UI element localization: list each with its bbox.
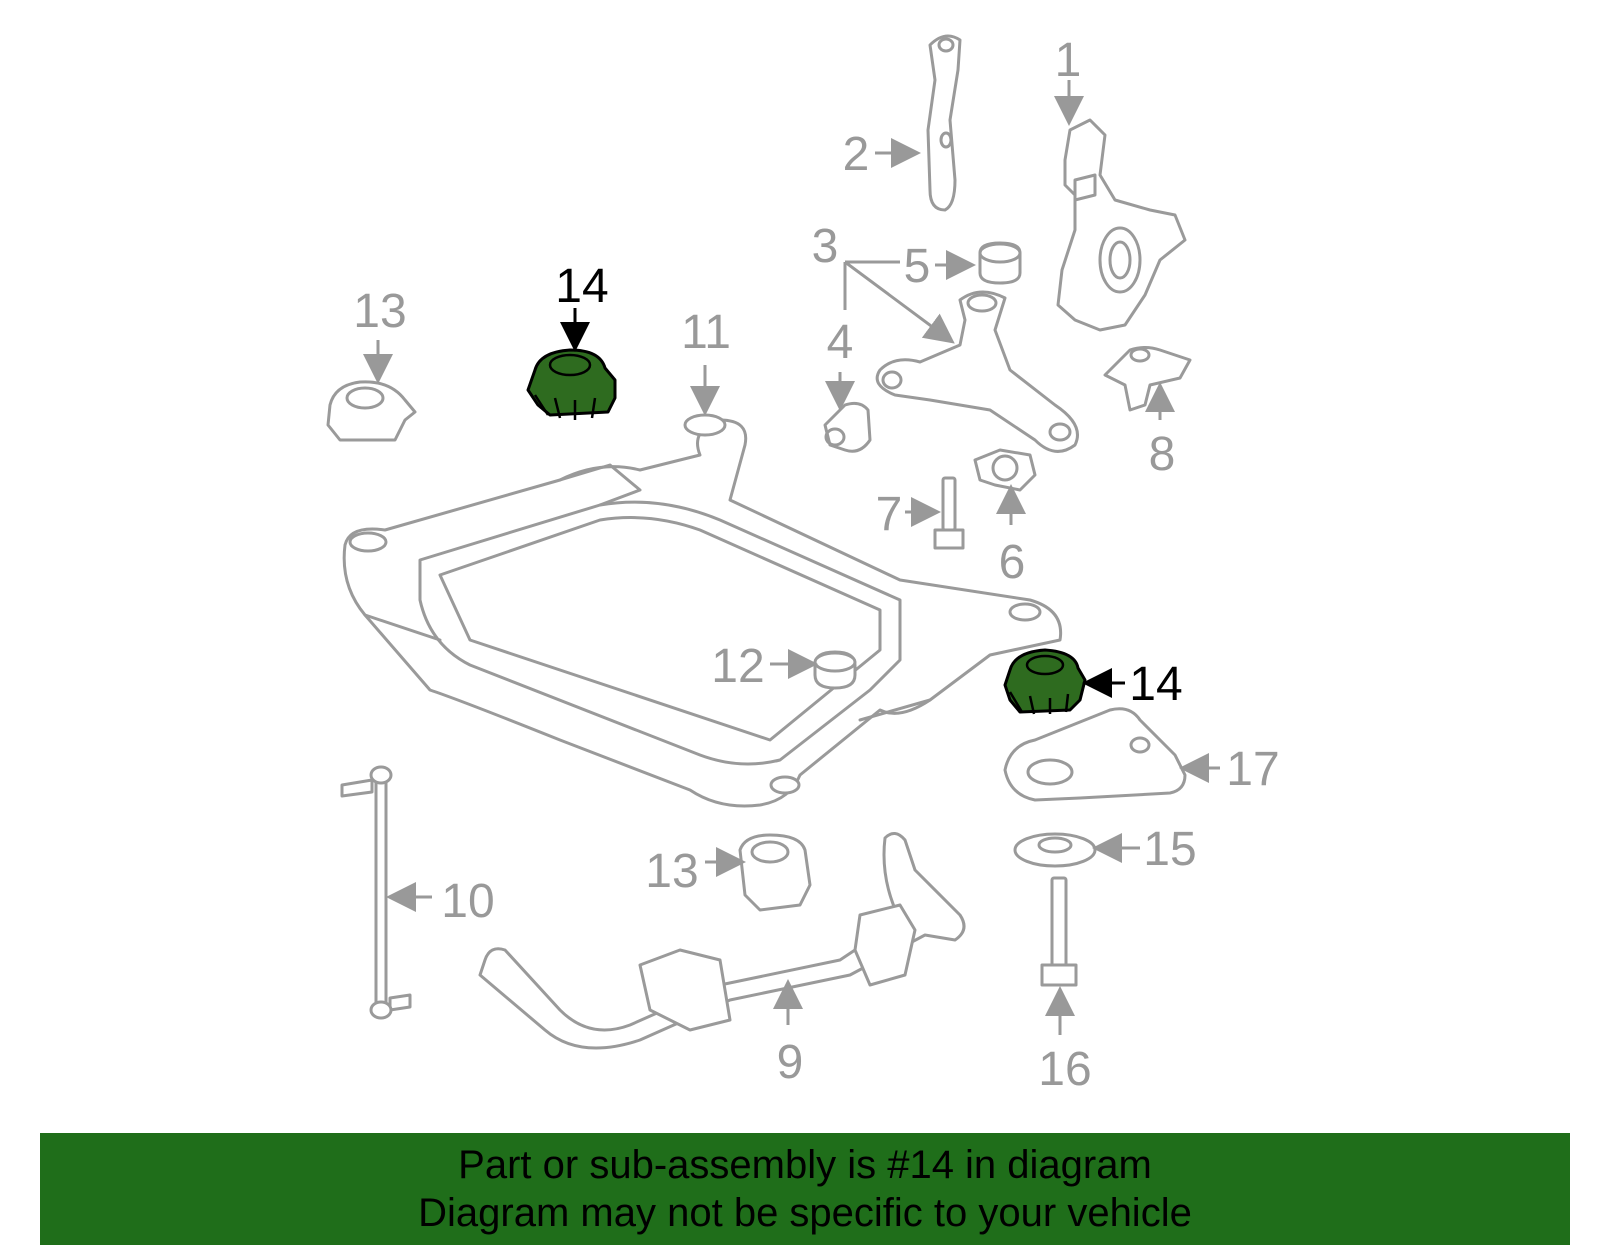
mount-part-13-lower[interactable]: [738, 833, 812, 912]
leader-lines: [363, 80, 1220, 1035]
bracket-part-2[interactable]: [926, 34, 962, 212]
control-arm-part-3[interactable]: [875, 290, 1079, 453]
callout-12: 12: [711, 640, 764, 693]
bushing-part-4[interactable]: [823, 401, 872, 453]
mount-part-14-upper[interactable]: [526, 348, 617, 420]
stabilizer-bar-part-9[interactable]: [478, 832, 966, 1050]
bolt-part-7[interactable]: [933, 476, 965, 550]
steering-knuckle-part-1[interactable]: [1056, 118, 1187, 332]
callout-9: 9: [777, 1036, 804, 1089]
callout-8: 8: [1149, 428, 1176, 481]
callout-14-lower: 14: [1129, 658, 1182, 711]
stabilizer-link-part-10[interactable]: [340, 765, 412, 1020]
callout-11: 11: [681, 306, 731, 359]
callout-17: 17: [1226, 743, 1279, 796]
bushing-part-6[interactable]: [973, 448, 1037, 492]
bushing-part-5[interactable]: [978, 241, 1022, 285]
callout-labels: 1 2 3 5 4 8 7 6 11 13 14 14 12 17 15 13 …: [353, 34, 1279, 1096]
callout-10: 10: [441, 875, 494, 928]
callout-13-lower: 13: [645, 845, 698, 898]
callout-4: 4: [827, 316, 854, 369]
ball-joint-part-8[interactable]: [1103, 346, 1192, 412]
washer-part-15[interactable]: [1013, 832, 1097, 868]
callout-1: 1: [1055, 34, 1082, 87]
bracket-plate-part-17[interactable]: [1003, 707, 1187, 802]
callout-6: 6: [999, 536, 1026, 589]
banner-line-2: Diagram may not be specific to your vehi…: [418, 1191, 1192, 1235]
callout-14-upper: 14: [555, 260, 608, 313]
plug-part-12[interactable]: [813, 650, 857, 690]
callout-2: 2: [843, 128, 870, 181]
callout-5: 5: [904, 240, 931, 293]
info-banner: Part or sub-assembly is #14 in diagram D…: [40, 1133, 1570, 1245]
mount-part-13-upper[interactable]: [326, 380, 417, 442]
callout-3: 3: [812, 220, 839, 273]
callout-13-upper: 13: [353, 285, 406, 338]
bolt-part-16[interactable]: [1040, 876, 1078, 987]
mount-part-14-lower[interactable]: [1003, 648, 1087, 715]
subframe-part-11[interactable]: [342, 413, 1063, 808]
callout-7: 7: [876, 488, 903, 541]
banner-line-1: Part or sub-assembly is #14 in diagram: [458, 1143, 1152, 1187]
callout-16: 16: [1038, 1043, 1091, 1096]
callout-15: 15: [1143, 823, 1196, 876]
